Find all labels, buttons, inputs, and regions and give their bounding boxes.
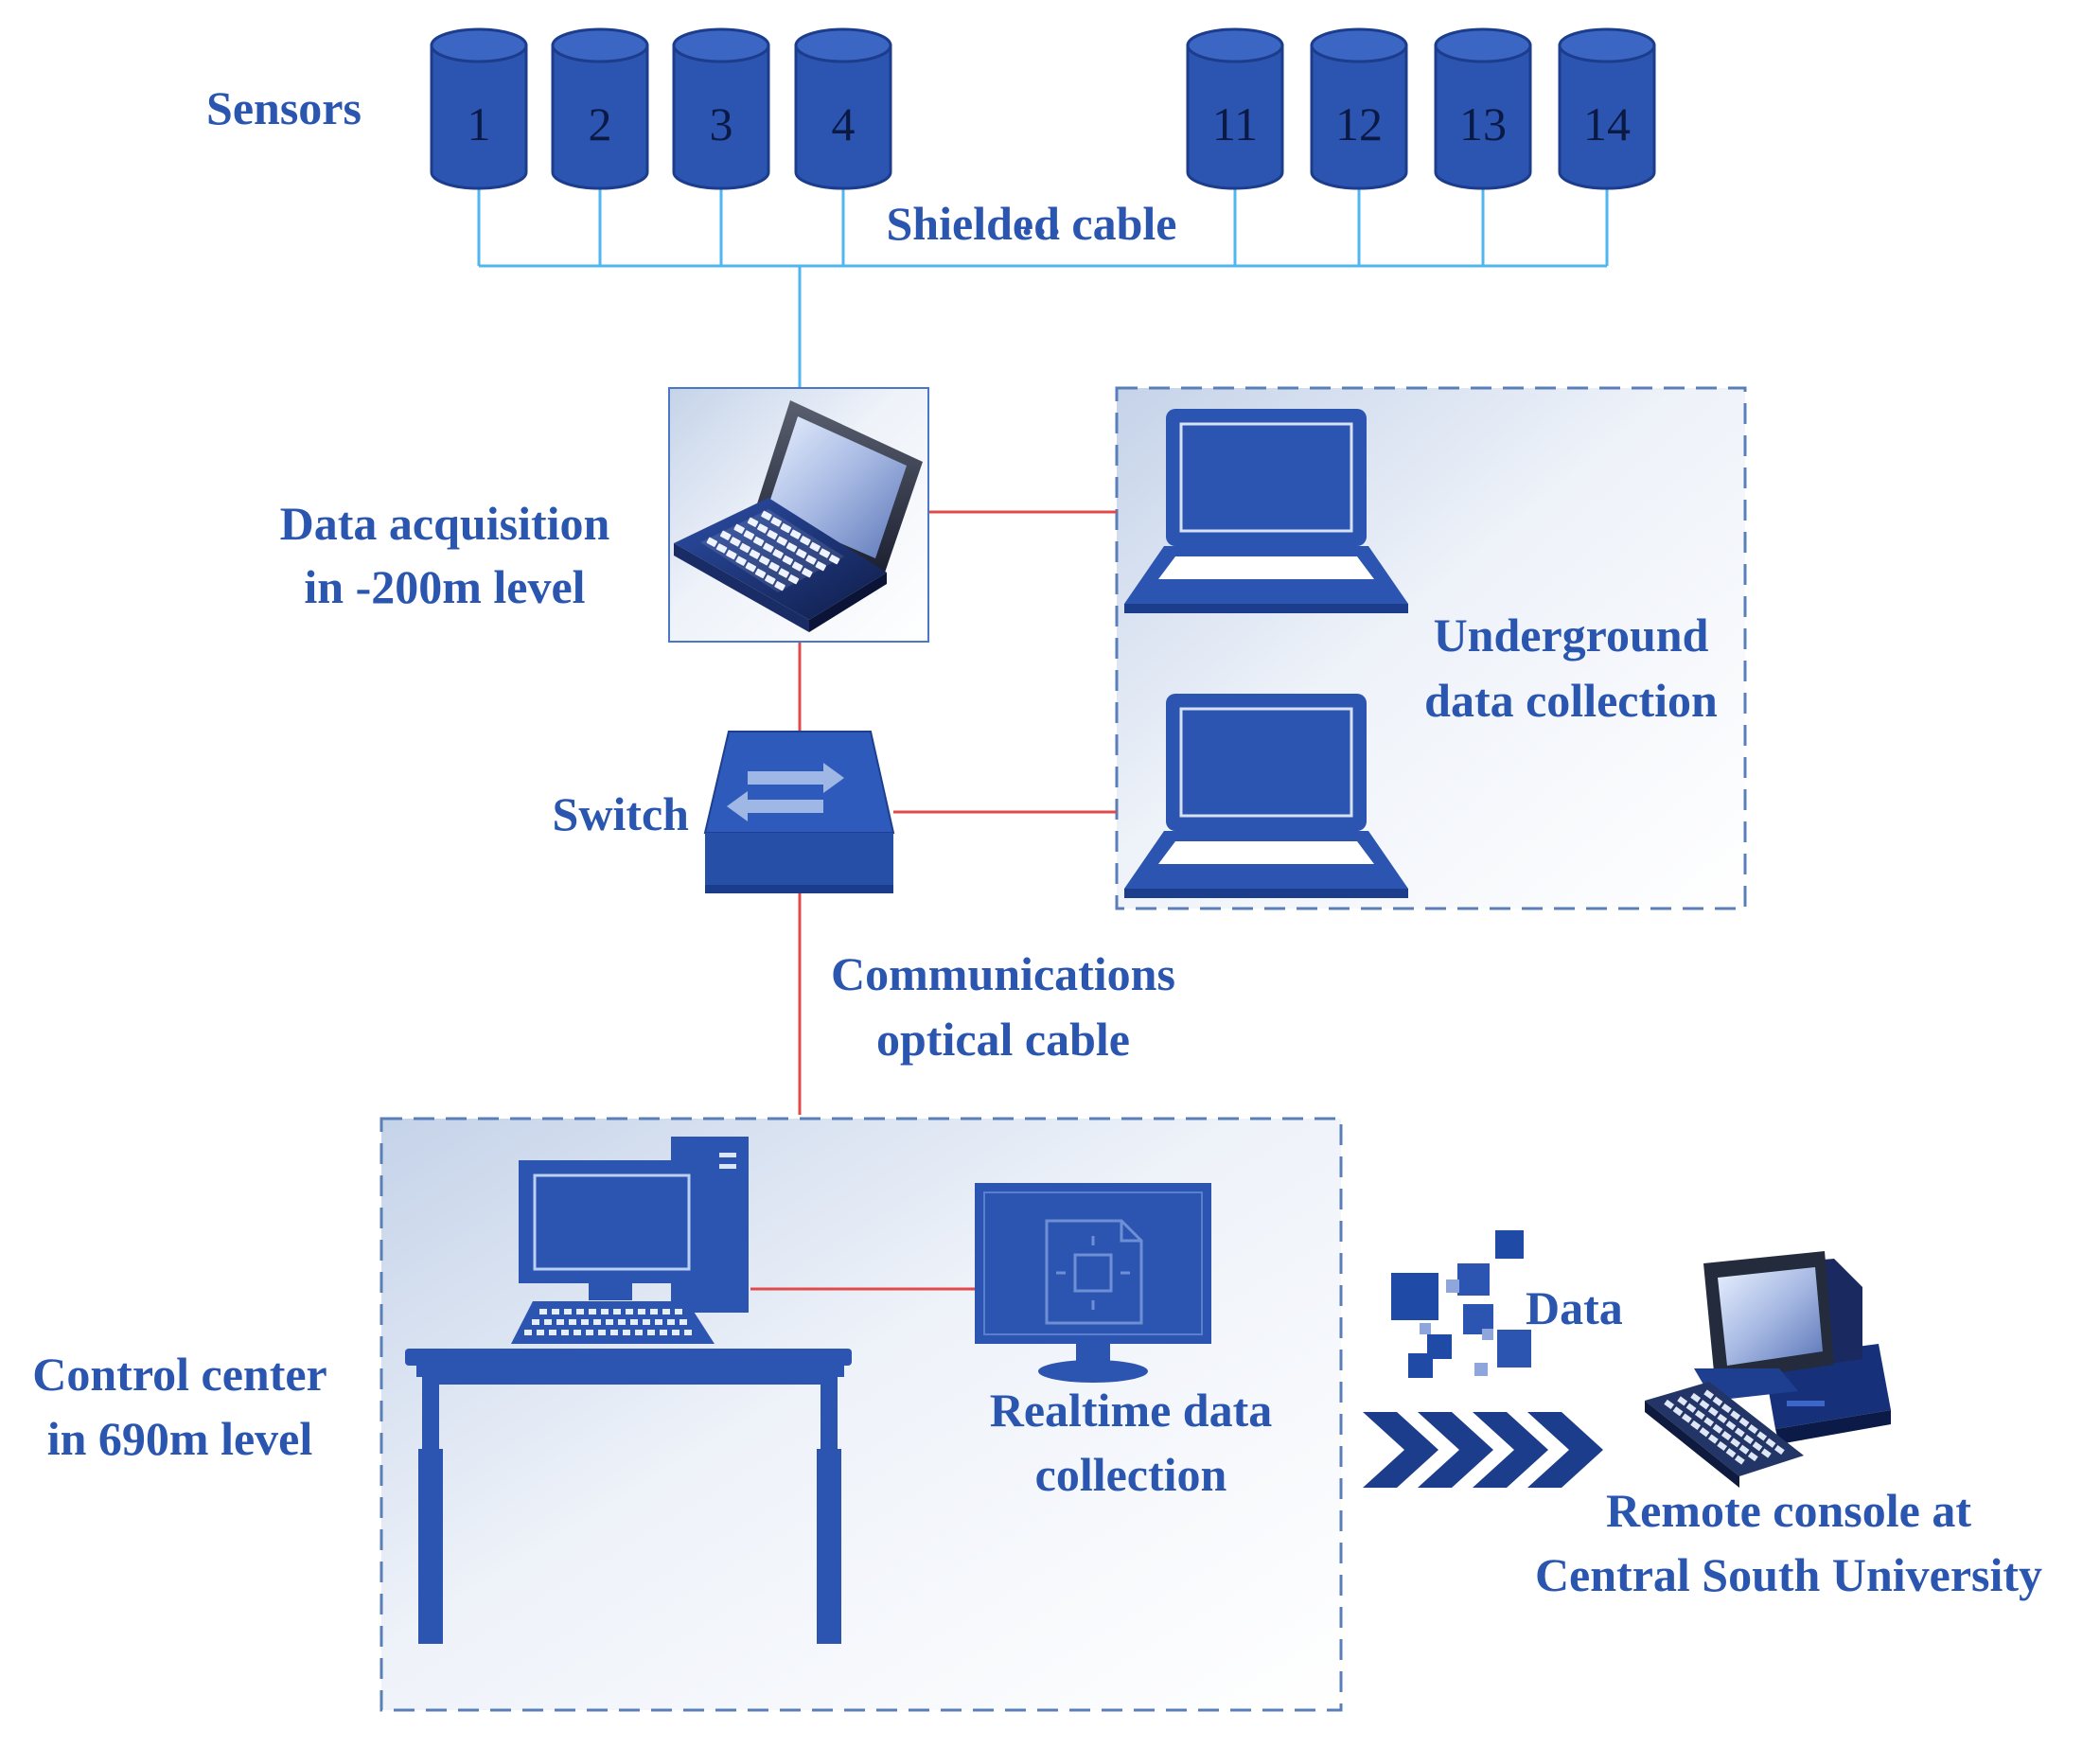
underground-label-line2: data collection xyxy=(1424,674,1718,727)
sensor-cylinder-11: 11 xyxy=(1186,27,1284,190)
sensor-number: 2 xyxy=(589,97,612,150)
sensor-cylinder-13: 13 xyxy=(1434,27,1532,190)
desk-icon xyxy=(405,1349,852,1644)
control-center-label-line1: Control center xyxy=(32,1348,327,1401)
desktop-computer-icon xyxy=(511,1137,749,1344)
realtime-label-line1: Realtime data xyxy=(989,1384,1273,1437)
remote-workstation-icon xyxy=(1645,1251,1891,1488)
sensor-number: 14 xyxy=(1583,97,1631,150)
sensor-cylinder-1: 1 xyxy=(430,27,528,190)
data-label: Data xyxy=(1526,1281,1623,1334)
sensor-number: 11 xyxy=(1212,97,1258,150)
sensor-number: 3 xyxy=(710,97,733,150)
remote-label-line2: Central South University xyxy=(1534,1548,2043,1601)
optical-cable-label-line2: optical cable xyxy=(875,1013,1131,1066)
sensor-number: 12 xyxy=(1335,97,1383,150)
sensor-cylinder-3: 3 xyxy=(672,27,770,190)
underground-laptop-icon-2 xyxy=(1124,694,1408,898)
sensor-cylinder-14: 14 xyxy=(1558,27,1656,190)
sensor-number: 13 xyxy=(1459,97,1507,150)
sensor-number: 1 xyxy=(468,97,491,150)
sensor-cylinder-4: 4 xyxy=(794,27,892,190)
sensor-cylinder-12: 12 xyxy=(1310,27,1408,190)
network-switch-icon xyxy=(703,731,895,893)
underground-laptop-icon-1 xyxy=(1124,409,1408,613)
shielded-cable-label: Shielded cable xyxy=(886,197,1177,250)
remote-label-line1: Remote console at xyxy=(1606,1484,1971,1537)
sensor-ellipsis: … xyxy=(1020,198,1062,244)
realtime-label-line2: collection xyxy=(1034,1448,1227,1501)
sensor-cylinder-2: 2 xyxy=(551,27,649,190)
data-blocks-icon xyxy=(1391,1230,1531,1378)
shielded-cable-lines xyxy=(477,180,1609,388)
sensors-label: Sensors xyxy=(206,81,362,134)
acquisition-label-line1: Data acquisition xyxy=(279,497,610,550)
switch-label: Switch xyxy=(552,787,689,840)
sensor-number: 4 xyxy=(832,97,856,150)
network-links xyxy=(750,510,1117,1291)
optical-cable-label-line1: Communications xyxy=(831,947,1175,1000)
acquisition-laptop-icon xyxy=(668,387,929,643)
underground-label-line1: Underground xyxy=(1433,609,1709,662)
chevron-arrows-icon xyxy=(1363,1412,1603,1488)
realtime-monitor-icon xyxy=(975,1183,1211,1383)
acquisition-label-line2: in -200m level xyxy=(304,560,586,613)
control-center-label-line2: in 690m level xyxy=(46,1412,313,1465)
